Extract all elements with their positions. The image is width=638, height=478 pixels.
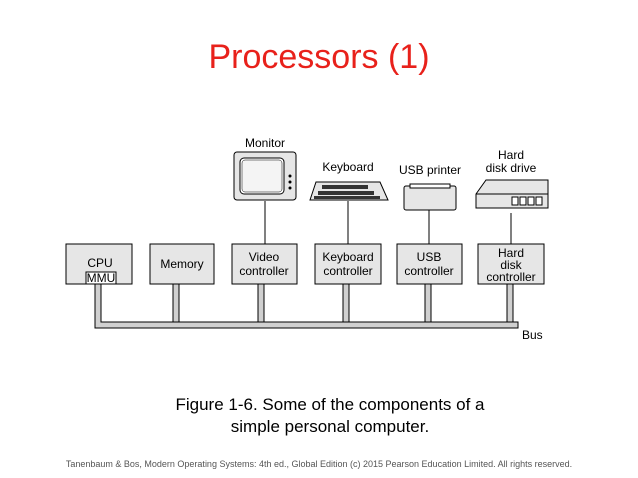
cpu-label: CPU: [87, 256, 112, 270]
hd-controller-label-2: disk: [500, 258, 522, 272]
memory-box: Memory: [149, 243, 215, 285]
usb-printer-label: USB printer: [399, 163, 461, 177]
system-bus: [94, 283, 519, 329]
copyright-footer: Tanenbaum & Bos, Modern Operating System…: [65, 459, 573, 469]
video-controller-label-2: controller: [239, 264, 288, 278]
monitor-label: Monitor: [245, 136, 285, 150]
monitor-icon: [233, 151, 297, 201]
hard-disk-label-1: Hard: [498, 148, 524, 162]
hard-disk-controller-box: Hard disk controller: [477, 243, 545, 285]
usb-controller-label-1: USB: [417, 250, 442, 264]
video-controller-label-1: Video: [249, 250, 280, 264]
caption-line-1: Figure 1-6. Some of the components of a: [175, 395, 485, 414]
caption-line-2: simple personal computer.: [230, 417, 430, 436]
hard-disk-icon: [475, 179, 549, 209]
memory-label: Memory: [160, 257, 203, 271]
figure-caption: Figure 1-6. Some of the components of a …: [130, 394, 530, 438]
video-controller-box: Video controller: [231, 243, 298, 285]
usb-controller-label-2: controller: [404, 264, 453, 278]
keyboard-device-label: Keyboard: [322, 160, 373, 174]
keyboard-controller-box: Keyboard controller: [314, 243, 382, 285]
keyboard-controller-label-1: Keyboard: [322, 250, 373, 264]
keyboard-icon: [309, 181, 389, 201]
device-cables: [264, 201, 512, 244]
hd-controller-label-1: Hard: [498, 246, 524, 260]
printer-icon: [403, 183, 457, 211]
usb-controller-box: USB controller: [396, 243, 463, 285]
cpu-box: CPU MMU: [65, 243, 133, 285]
hd-controller-label-3: controller: [486, 270, 535, 284]
hard-disk-label-2: disk drive: [486, 161, 537, 175]
slide-title: Processors (1): [208, 38, 430, 76]
keyboard-controller-label-2: controller: [323, 264, 372, 278]
mmu-label: MMU: [87, 271, 116, 285]
bus-label: Bus: [522, 328, 543, 342]
